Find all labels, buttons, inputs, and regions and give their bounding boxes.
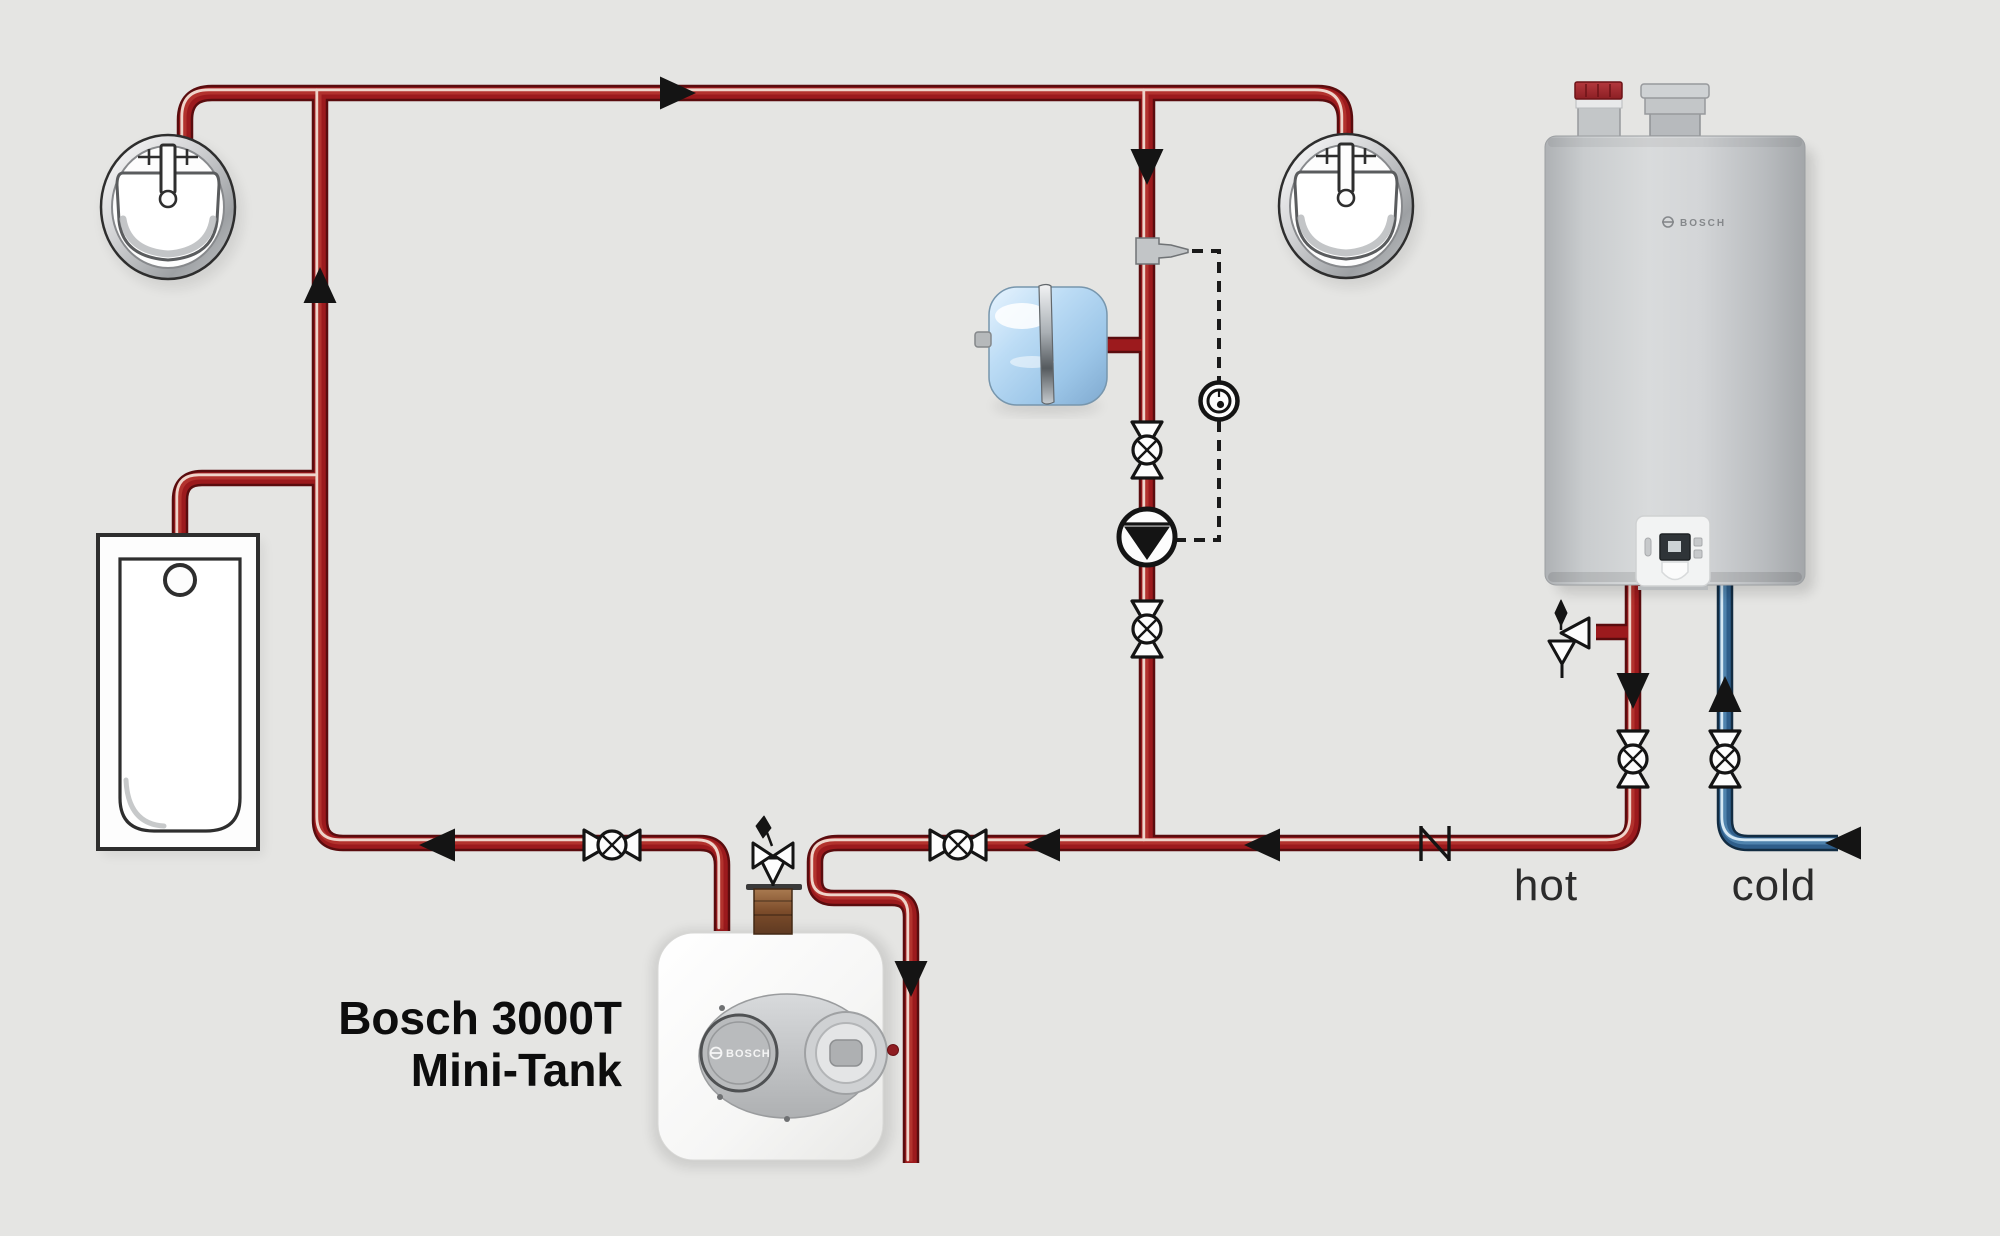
mini-tank-dial: BOSCH (699, 1013, 779, 1093)
heater-vent-right (1640, 83, 1710, 137)
circulator-pump-icon (1116, 506, 1178, 568)
mini-tank-heater: BOSCH (652, 930, 899, 1168)
hot-water-piping (171, 84, 1642, 1163)
expansion-tank-strap (1038, 283, 1055, 405)
gate-valve-icon (1130, 599, 1164, 659)
aquastat-control-dashed-line (1177, 249, 1221, 542)
heater-relief-valve-icon (1547, 599, 1591, 678)
bathtub-drain (163, 563, 197, 597)
heater-vent-left (1574, 81, 1623, 139)
bathtub (96, 533, 263, 855)
expansion-tank-valve-stem (974, 331, 992, 348)
cold-water-piping (1716, 580, 1838, 852)
gate-valve-icon (1708, 729, 1742, 789)
mini-tank-indicator-light (887, 1044, 899, 1056)
gate-valve-icon (1130, 420, 1164, 480)
mini-tank-relief-valve (746, 815, 802, 935)
heater-logo-text: BOSCH (1680, 218, 1726, 229)
heater-control-panel (1635, 515, 1711, 590)
relief-valve-icon (751, 815, 795, 886)
gate-valve-icon (1616, 729, 1650, 789)
mini-tank-logo-text: BOSCH (726, 1048, 771, 1060)
tankless-water-heater: BOSCH (1544, 81, 1814, 594)
heater-bosch-logo: BOSCH (1662, 216, 1726, 229)
hot-label: hot (1514, 861, 1578, 910)
aquastat-sensor-icon (1135, 237, 1189, 265)
gate-valve-icon (582, 828, 642, 862)
cold-label: cold (1732, 861, 1817, 910)
gate-valve-icon (928, 828, 988, 862)
aquastat-gauge-icon (1198, 380, 1240, 422)
expansion-tank (974, 283, 1108, 414)
mini-tank-label-line1: Bosch 3000T (338, 992, 622, 1044)
mini-tank-knob (804, 1011, 899, 1095)
mini-tank-label-line2: Mini-Tank (411, 1044, 623, 1096)
pipe-union-icon (1419, 826, 1451, 861)
